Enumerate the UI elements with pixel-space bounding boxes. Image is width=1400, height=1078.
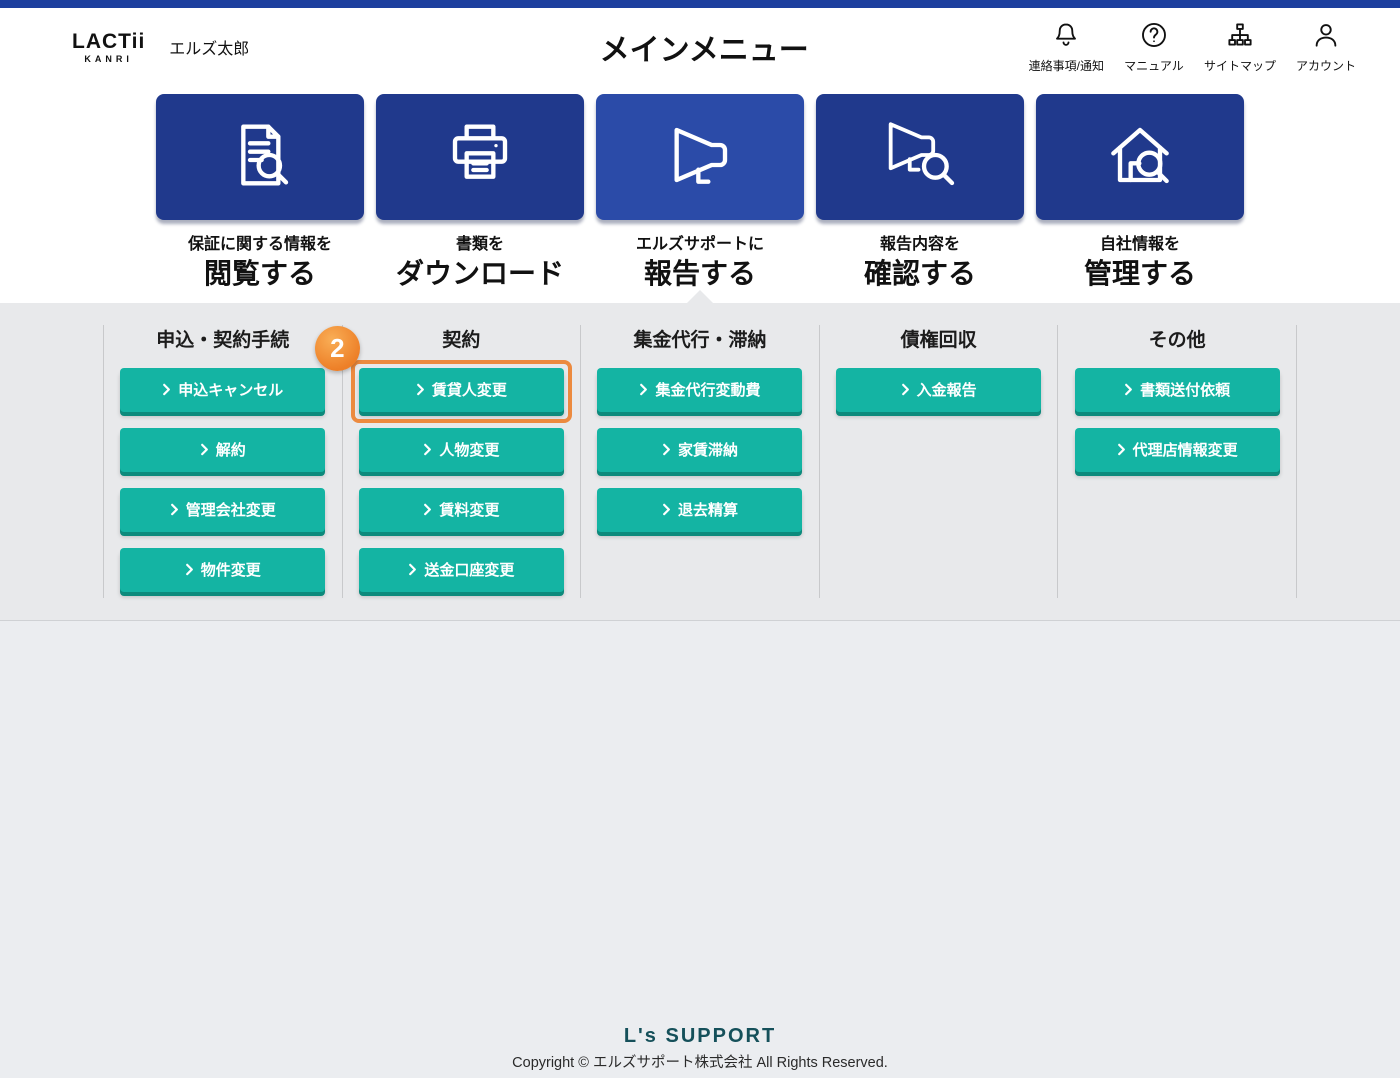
button-label: 家賃滞納 [677,442,738,460]
column-header: 債権回収 [900,329,977,351]
step-2-badge: 2 [314,325,360,371]
tile-caption-line1: エルズサポートに [635,236,764,253]
button-remittance-account-change[interactable]: 送金口座変更 [358,547,564,592]
submenu-column-other: その他 書類送付依頼 代理店情報変更 [1057,324,1297,598]
tile-caption: 自社情報を 管理する [1084,234,1196,291]
tile-view-guarantee-info[interactable] [156,94,364,220]
submenu-column-debt-recovery: 債権回収 入金報告 [818,324,1058,598]
logo-primary-text: LACTii [72,29,146,53]
account-button[interactable]: アカウント [1290,20,1362,74]
column-header: 集金代行・滞納 [633,329,767,351]
tile-caption-line2: 管理する [1083,257,1196,289]
column-header: 申込・契約手続 [156,329,290,351]
button-label: 管理会社変更 [185,502,276,520]
user-name: エルズ太郎 [169,41,250,58]
header-actions: 連絡事項/通知 マニュアル サイトマップ アカウント [1029,20,1362,74]
main-menu-tiles: 保証に関する情報を 閲覧する 書類を ダウンロード エルズサポー [0,86,1400,303]
person-icon [1311,20,1341,55]
megaphone-icon [660,115,740,200]
button-label: 人物変更 [439,442,500,460]
button-label: 入金報告 [916,382,977,400]
tile-group-report: エルズサポートに 報告する [596,94,804,291]
logo-secondary-text: KANRI [84,53,133,64]
button-label: 解約 [215,442,246,460]
button-label: 書類送付依頼 [1140,382,1231,400]
tile-caption: エルズサポートに 報告する [636,234,764,291]
submenu-panel: 申込・契約手続 申込キャンセル 解約 管理会社変更 物件変更 [0,289,1400,621]
button-label: 賃貸人変更 [431,382,507,400]
tile-group-manage: 自社情報を 管理する [1036,94,1244,291]
button-label: 集金代行変動費 [655,382,761,400]
tile-report-to-support[interactable] [596,94,804,220]
button-label: 代理店情報変更 [1132,442,1238,460]
account-label: アカウント [1295,59,1356,73]
button-application-cancel[interactable]: 申込キャンセル [120,367,326,412]
sitemap-label: サイトマップ [1203,59,1276,73]
tile-group-view-info: 保証に関する情報を 閲覧する [156,94,364,291]
button-label: 退去精算 [677,502,738,520]
button-label: 賃料変更 [439,502,500,520]
manual-label: マニュアル [1124,59,1184,73]
button-lessor-change[interactable]: 賃貸人変更 [358,367,564,412]
submenu-column-procedures: 申込・契約手続 申込キャンセル 解約 管理会社変更 物件変更 [103,324,342,598]
document-search-icon [220,115,300,200]
house-search-icon [1100,115,1180,200]
button-label: 送金口座変更 [424,562,515,580]
tile-caption-line1: 報告内容を [879,236,960,253]
footer-logo: L's SUPPORT [623,1025,777,1047]
sitemap-button[interactable]: サイトマップ [1204,20,1276,74]
button-move-out-settlement[interactable]: 退去精算 [597,487,803,532]
column-header: その他 [1148,329,1206,351]
sitemap-icon [1225,20,1255,55]
header: LACTii KANRI エルズ太郎 メインメニュー 連絡事項/通知 マニュアル… [0,8,1400,86]
button-rent-change[interactable]: 賃料変更 [358,487,564,532]
copyright-text: Copyright © エルズサポート株式会社 All Rights Reser… [512,1055,888,1071]
button-management-company-change[interactable]: 管理会社変更 [120,487,326,532]
button-document-delivery-request[interactable]: 書類送付依頼 [1074,367,1280,412]
printer-icon [440,115,520,200]
tile-caption: 保証に関する情報を 閲覧する [188,234,332,291]
page-title: メインメニュー [599,34,809,67]
tile-caption-line1: 書類を [455,236,504,253]
button-label: 申込キャンセル [178,382,284,400]
column-header: 契約 [442,329,481,351]
submenu-column-collection: 集金代行・滞納 集金代行変動費 家賃滞納 退去精算 [580,324,819,598]
tile-caption-line2: 閲覧する [203,257,316,289]
bell-icon [1051,20,1081,55]
tile-caption-line2: ダウンロード [395,257,564,289]
highlighted-button-wrapper: 2 賃貸人変更 [314,325,572,423]
button-label: 物件変更 [200,562,261,580]
button-collection-agency-variable-fee[interactable]: 集金代行変動費 [597,367,803,412]
tile-caption-line2: 確認する [863,257,976,289]
button-rent-arrears[interactable]: 家賃滞納 [597,427,803,472]
notifications-button[interactable]: 連絡事項/通知 [1029,20,1104,74]
top-accent-bar [0,0,1400,8]
tile-caption: 書類を ダウンロード [396,234,564,291]
tile-download-documents[interactable] [376,94,584,220]
tile-manage-company-info[interactable] [1036,94,1244,220]
tile-caption-line1: 自社情報を [1099,236,1180,253]
submenu-column-contract: 契約 2 賃貸人変更 人物変更 賃料変更 [314,324,581,598]
button-property-change[interactable]: 物件変更 [120,547,326,592]
tile-group-download: 書類を ダウンロード [376,94,584,291]
tile-caption-line2: 報告する [643,257,756,289]
megaphone-search-icon [880,115,960,200]
page-footer-area: L's SUPPORT Copyright © エルズサポート株式会社 All … [0,620,1400,1078]
manual-button[interactable]: マニュアル [1118,20,1190,74]
button-person-change[interactable]: 人物変更 [358,427,564,472]
tile-check-reports[interactable] [816,94,1024,220]
notifications-label: 連絡事項/通知 [1028,59,1104,73]
tile-caption-line1: 保証に関する情報を [187,236,332,253]
button-payment-report[interactable]: 入金報告 [836,367,1042,412]
button-cancellation[interactable]: 解約 [120,427,326,472]
tile-caption: 報告内容を 確認する [864,234,976,291]
question-circle-icon [1139,20,1169,55]
app-logo[interactable]: LACTii KANRI [72,31,145,64]
tile-group-check-reports: 報告内容を 確認する [816,94,1024,291]
button-agency-info-change[interactable]: 代理店情報変更 [1074,427,1280,472]
